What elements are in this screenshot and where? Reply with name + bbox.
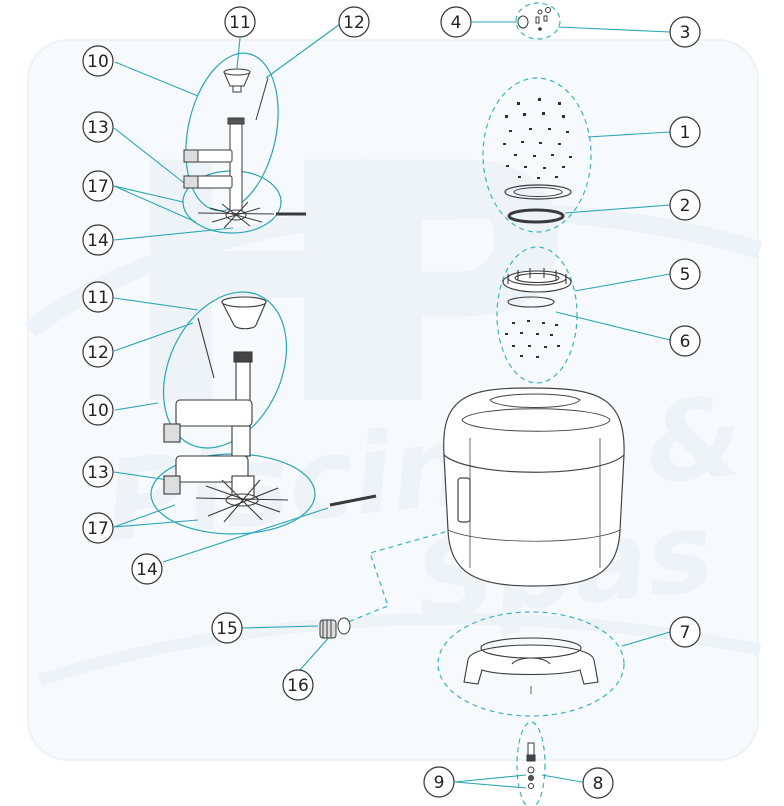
svg-text:7: 7 xyxy=(680,623,691,643)
leader-17-bot-a xyxy=(113,504,176,528)
leader-16 xyxy=(299,634,332,671)
leader-17-bot-b xyxy=(113,519,199,528)
group-outline-gauge xyxy=(515,2,561,40)
leader-14-top xyxy=(113,227,234,241)
callout-10-top: 10 xyxy=(82,45,114,77)
part-lid-screws xyxy=(503,98,572,179)
svg-text:8: 8 xyxy=(593,774,604,794)
svg-text:10: 10 xyxy=(87,52,109,72)
leader-3 xyxy=(557,26,671,33)
callout-5: 5 xyxy=(669,258,701,290)
leader-12-top xyxy=(265,23,341,79)
group-outline-collector-bottom xyxy=(162,291,288,449)
callout-2: 2 xyxy=(669,189,701,221)
group-outline-base xyxy=(437,611,625,717)
callout-3: 3 xyxy=(669,16,701,48)
watermark: H P Piscines & Spas xyxy=(24,39,763,761)
leader-8 xyxy=(541,774,583,783)
part-drain xyxy=(526,742,536,789)
svg-text:17: 17 xyxy=(87,177,109,197)
leader-5 xyxy=(574,273,671,292)
part-gauge xyxy=(517,7,551,31)
callout-17-bottom: 17 xyxy=(82,512,114,544)
callout-11-top: 11 xyxy=(224,6,256,38)
group-link-bulkhead xyxy=(347,521,481,623)
leader-14-bot xyxy=(162,507,329,563)
leader-10-top xyxy=(114,61,199,97)
watermark-swoosh xyxy=(24,201,763,338)
callout-10-bottom: 10 xyxy=(82,394,114,426)
group-outline-lid-ring xyxy=(496,246,578,384)
leader-12-bot xyxy=(113,322,194,352)
leader-2 xyxy=(564,204,671,214)
callout-15: 15 xyxy=(211,612,243,644)
leader-11-top xyxy=(236,37,241,69)
svg-text:15: 15 xyxy=(216,619,238,639)
callout-17-top: 17 xyxy=(82,170,114,202)
svg-text:1: 1 xyxy=(680,123,691,143)
watermark-swoosh-2 xyxy=(38,612,762,686)
part-tank xyxy=(443,387,625,587)
leader-15 xyxy=(241,625,319,629)
leader-13-bot xyxy=(113,471,169,481)
leader-9b xyxy=(454,781,527,789)
callout-14-bottom: 14 xyxy=(131,553,163,585)
callout-13-top: 13 xyxy=(82,111,114,143)
callout-16: 16 xyxy=(282,669,314,701)
part-base xyxy=(463,637,599,694)
callout-6: 6 xyxy=(669,325,701,357)
leader-7 xyxy=(621,631,671,647)
callout-9: 9 xyxy=(423,766,455,798)
leader-6 xyxy=(555,311,671,341)
svg-text:13: 13 xyxy=(87,463,109,483)
callout-12-top: 12 xyxy=(338,6,370,38)
part-lid-ring xyxy=(502,268,572,293)
leader-11-bot xyxy=(113,297,199,311)
leader-13-top xyxy=(113,127,189,187)
part-seal-bolts xyxy=(505,296,560,358)
leader-9a xyxy=(454,774,527,783)
svg-text:2: 2 xyxy=(680,196,691,216)
callout-14-top: 14 xyxy=(82,224,114,256)
svg-text:16: 16 xyxy=(287,676,309,696)
svg-text:17: 17 xyxy=(87,519,109,539)
part-bulkhead xyxy=(319,617,351,639)
svg-text:9: 9 xyxy=(434,773,445,793)
callout-13-bottom: 13 xyxy=(82,456,114,488)
group-outline-drain xyxy=(516,721,546,806)
callout-8: 8 xyxy=(582,767,614,799)
leader-17-top-b xyxy=(113,185,197,223)
svg-text:3: 3 xyxy=(680,23,691,43)
svg-text:11: 11 xyxy=(229,13,251,33)
group-outline-collector-top xyxy=(185,52,279,212)
callout-7: 7 xyxy=(669,616,701,648)
leader-1 xyxy=(587,131,671,138)
callout-4: 4 xyxy=(440,6,472,38)
svg-text:5: 5 xyxy=(680,265,691,285)
svg-text:12: 12 xyxy=(87,343,109,363)
svg-text:14: 14 xyxy=(136,560,158,580)
svg-text:10: 10 xyxy=(87,401,109,421)
svg-text:11: 11 xyxy=(87,288,109,308)
svg-text:6: 6 xyxy=(680,332,691,352)
callout-12-bottom: 12 xyxy=(82,336,114,368)
svg-text:4: 4 xyxy=(451,13,462,33)
group-outline-lid-screws xyxy=(482,77,592,233)
callout-11-bottom: 11 xyxy=(82,281,114,313)
callout-1: 1 xyxy=(669,116,701,148)
leader-10-bot xyxy=(114,402,159,411)
leader-17-top-a xyxy=(113,185,184,203)
part-o-ring xyxy=(504,184,572,224)
part-collector-top xyxy=(183,68,306,229)
svg-text:13: 13 xyxy=(87,118,109,138)
svg-text:12: 12 xyxy=(343,13,365,33)
svg-text:14: 14 xyxy=(87,231,109,251)
part-collector-bottom xyxy=(163,296,377,523)
